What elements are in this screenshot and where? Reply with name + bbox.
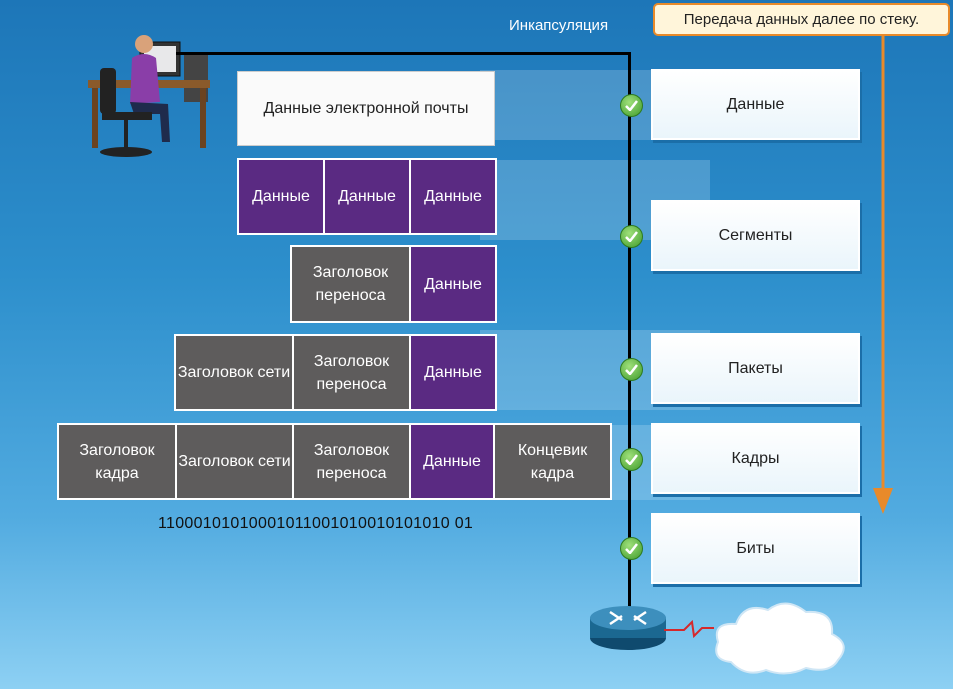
- router-icon: [590, 606, 666, 650]
- bits-string: 11000101010001011001010010101010 01: [158, 515, 474, 532]
- network-header-block: Заголовок сети: [174, 334, 294, 411]
- check-icon: [620, 94, 643, 117]
- data-block: Данные: [409, 158, 497, 235]
- network-header-block: Заголовок сети: [175, 423, 294, 500]
- stack-line: [628, 52, 631, 612]
- transport-header-block: Заголовок переноса: [292, 423, 411, 500]
- data-block: Данные: [237, 158, 325, 235]
- check-icon: [620, 225, 643, 248]
- cloud-icon: [715, 602, 845, 675]
- user-at-computer-icon: [88, 35, 210, 157]
- check-icon: [620, 358, 643, 381]
- check-icon: [620, 537, 643, 560]
- layer-bits: Биты: [651, 513, 860, 584]
- transport-header-block: Заголовок переноса: [290, 245, 411, 323]
- data-block: Данные: [409, 423, 495, 500]
- frame-header-block: Заголовок кадра: [57, 423, 177, 500]
- layer-segments: Сегменты: [651, 200, 860, 271]
- encapsulation-label: Инкапсуляция: [509, 17, 609, 34]
- frame-trailer-block: Концевик кадра: [493, 423, 612, 500]
- serial-link-icon: [664, 620, 714, 638]
- layer-frames: Кадры: [651, 423, 860, 494]
- layer-data: Данные: [651, 69, 860, 140]
- connection-line: [176, 52, 631, 55]
- email-data-block: Данные электронной почты: [237, 71, 495, 146]
- data-block: Данные: [323, 158, 411, 235]
- callout: Передача данных далее по стеку.: [653, 3, 950, 36]
- check-icon: [620, 448, 643, 471]
- data-block: Данные: [409, 334, 497, 411]
- data-block: Данные: [409, 245, 497, 323]
- layer-packets: Пакеты: [651, 333, 860, 404]
- down-arrow-icon: [873, 36, 893, 514]
- transport-header-block: Заголовок переноса: [292, 334, 411, 411]
